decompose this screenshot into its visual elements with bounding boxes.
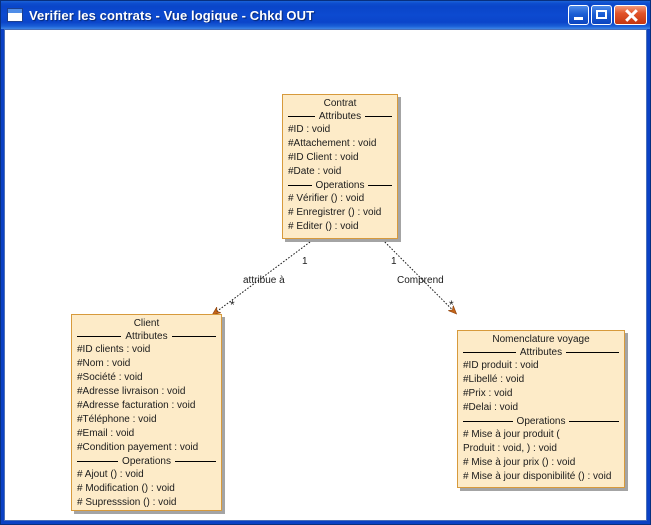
operation-item: # Vérifier () : void xyxy=(288,193,365,204)
diagram-canvas-frame: Contrat Attributes #ID : void #Attacheme… xyxy=(4,29,647,521)
operations-compartment-header: Operations xyxy=(458,416,624,427)
operation-item: # Editer () : void xyxy=(288,221,359,232)
operation-item: # Mise à jour produit ( Produit : void, … xyxy=(463,429,560,454)
attributes-compartment-header: Attributes xyxy=(283,111,397,122)
attribute-item: #Delai : void xyxy=(463,402,519,413)
attribute-item: #Attachement : void xyxy=(288,138,377,149)
association-label-comprend: Comprend xyxy=(397,275,444,286)
attributes-compartment-header: Attributes xyxy=(458,347,624,358)
operations-compartment-header: Operations xyxy=(283,180,397,191)
attribute-item: #ID clients : void xyxy=(77,344,151,355)
window-titlebar[interactable]: Verifier les contrats - Vue logique - Ch… xyxy=(1,1,650,29)
attribute-item: #Date : void xyxy=(288,166,342,177)
attributes-label: Attributes xyxy=(519,347,563,358)
operation-item: # Ajout () : void xyxy=(77,469,144,480)
maximize-button[interactable] xyxy=(591,5,612,25)
close-button[interactable] xyxy=(614,5,647,25)
association-label-attribue-a: attribue à xyxy=(243,275,285,286)
multiplicity-contrat-nomenclature-target: * xyxy=(449,298,454,312)
attribute-item: #ID : void xyxy=(288,124,331,135)
uml-class-nomenclature-voyage[interactable]: Nomenclature voyage Attributes #ID produ… xyxy=(457,330,625,488)
operation-item: # Mise à jour disponibilité () : void xyxy=(463,471,612,482)
window-icon xyxy=(7,8,23,22)
uml-class-contrat[interactable]: Contrat Attributes #ID : void #Attacheme… xyxy=(282,94,398,239)
attribute-item: #Téléphone : void xyxy=(77,414,157,425)
attribute-item: #Adresse livraison : void xyxy=(77,386,186,397)
uml-class-client[interactable]: Client Attributes #ID clients : void #No… xyxy=(71,314,222,511)
attribute-item: #ID produit : void xyxy=(463,360,539,371)
attribute-item: #Adresse facturation : void xyxy=(77,400,196,411)
attributes-label: Attributes xyxy=(318,111,362,122)
minimize-button[interactable] xyxy=(568,5,589,25)
attribute-item: #Nom : void xyxy=(77,358,131,369)
operations-label: Operations xyxy=(516,416,566,427)
attribute-item: #Prix : void xyxy=(463,388,513,399)
window-title: Verifier les contrats - Vue logique - Ch… xyxy=(29,7,315,23)
multiplicity-contrat-client-source: 1 xyxy=(302,256,308,267)
window-controls xyxy=(568,5,647,25)
attribute-item: #Email : void xyxy=(77,428,135,439)
class-name-nomenclature-voyage: Nomenclature voyage xyxy=(492,334,590,345)
attributes-compartment-header: Attributes xyxy=(72,331,221,342)
operation-item: # Modification () : void xyxy=(77,483,175,494)
operation-item: # Supresssion () : void xyxy=(77,497,177,508)
attribute-item: #ID Client : void xyxy=(288,152,359,163)
multiplicity-contrat-client-target: * xyxy=(230,298,235,312)
attribute-item: #Société : void xyxy=(77,372,143,383)
class-name-client: Client xyxy=(133,318,160,329)
operations-label: Operations xyxy=(315,180,365,191)
attributes-label: Attributes xyxy=(125,331,168,342)
multiplicity-contrat-nomenclature-source: 1 xyxy=(391,256,397,267)
operation-item: # Enregistrer () : void xyxy=(288,207,382,218)
operation-item: # Mise à jour prix () : void xyxy=(463,457,576,468)
operations-label: Operations xyxy=(122,456,171,467)
class-name-contrat: Contrat xyxy=(323,98,357,109)
attribute-item: #Condition payement : void xyxy=(77,442,199,453)
attribute-item: #Libellé : void xyxy=(463,374,525,385)
operations-compartment-header: Operations xyxy=(72,456,221,467)
diagram-canvas[interactable]: Contrat Attributes #ID : void #Attacheme… xyxy=(5,30,646,520)
